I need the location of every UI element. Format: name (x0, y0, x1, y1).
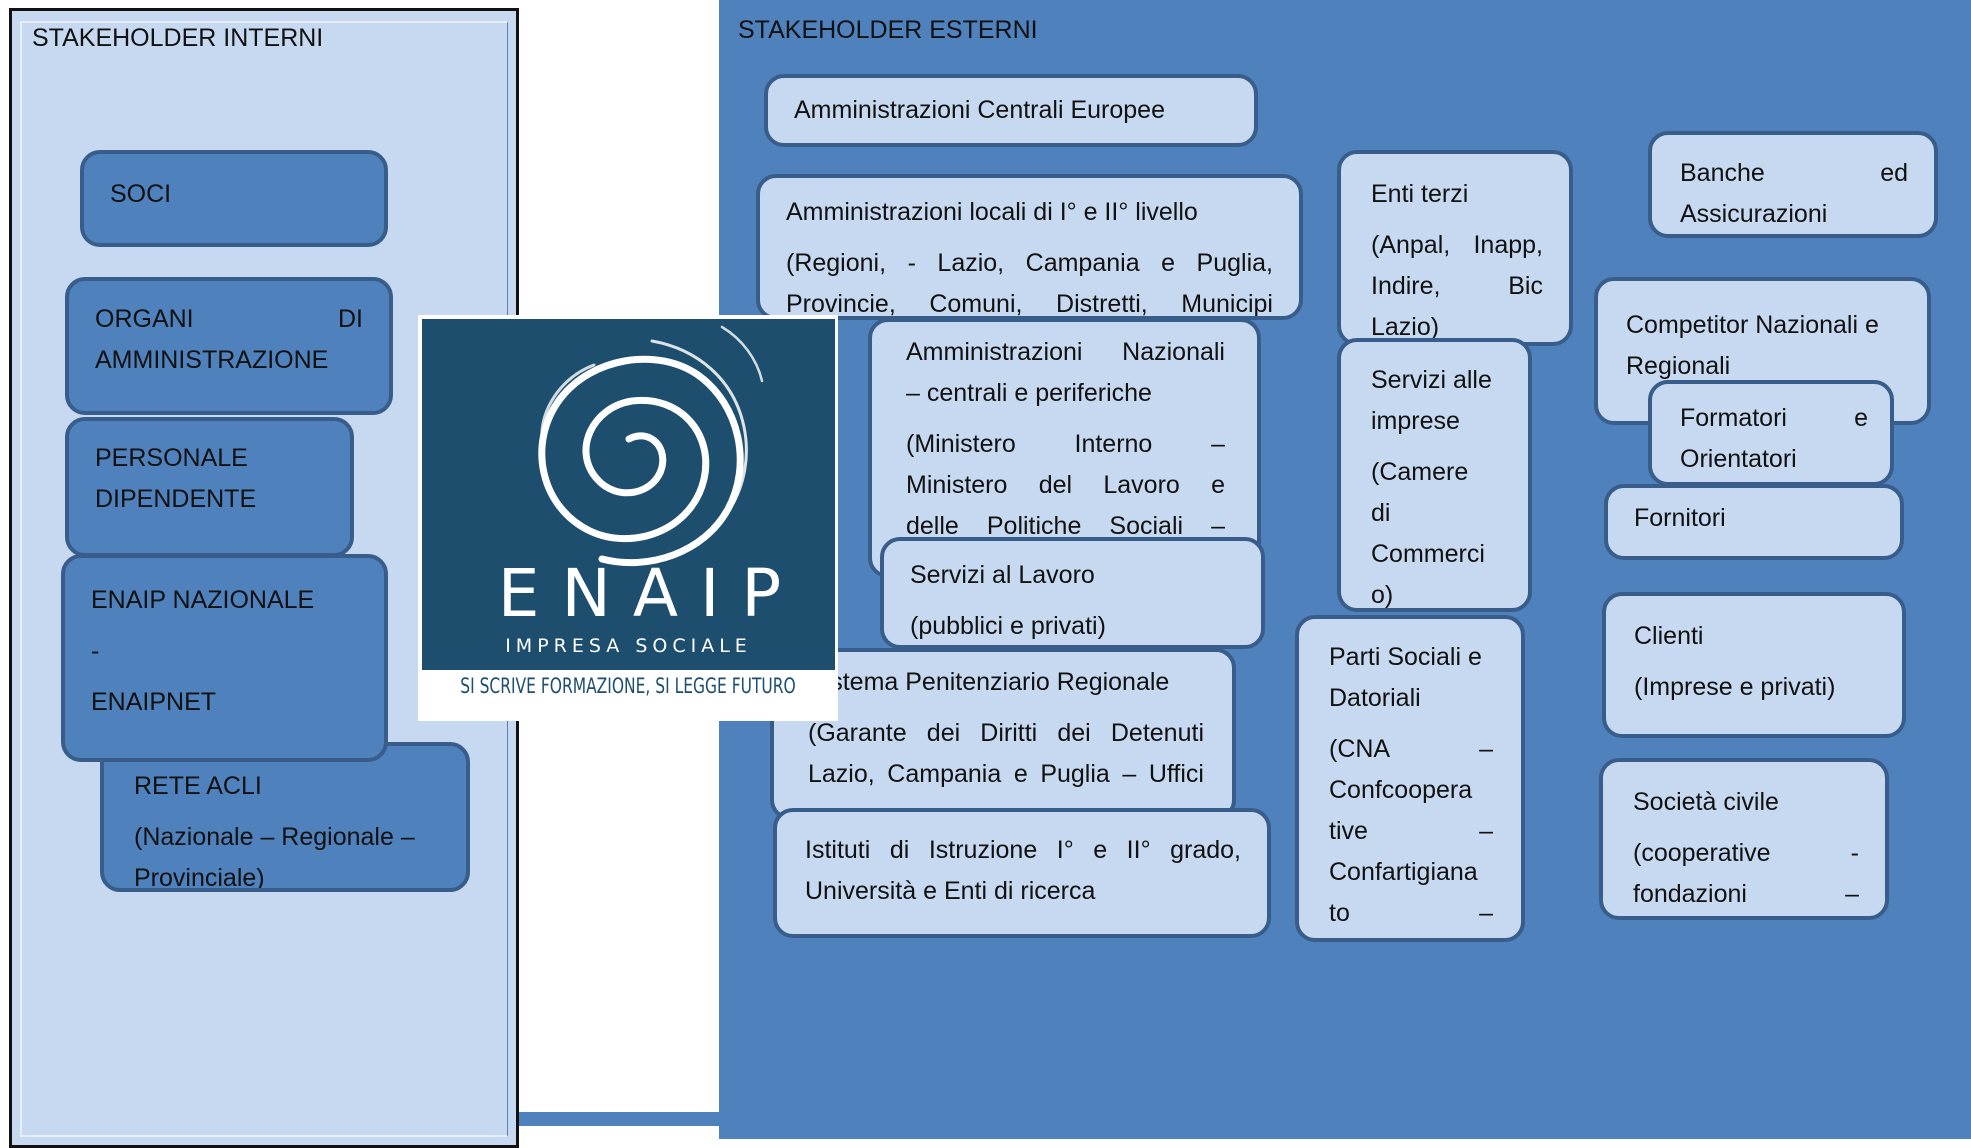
node-amministrazioni-locali: Amministrazioni locali di I° e II° livel… (756, 174, 1303, 320)
external-panel-title: STAKEHOLDER ESTERNI (738, 16, 1038, 44)
node-servizi-lavoro: Servizi al Lavoro (pubblici e privati) (880, 537, 1265, 649)
node-parti-sociali: Parti Sociali e Datoriali (CNA – Confcoo… (1295, 615, 1525, 942)
node-amministrazioni-europee: Amministrazioni Centrali Europee (764, 74, 1258, 147)
node-formatori-orientatori: Formatori e Orientatori (1648, 380, 1894, 486)
enaip-logo: ENAIP IMPRESA SOCIALE SI SCRIVE FORMAZIO… (418, 315, 838, 721)
enaip-wordmark: ENAIP (497, 555, 804, 632)
node-clienti: Clienti (Imprese e privati) (1602, 592, 1906, 738)
node-personale-dipendente: PERSONALE DIPENDENTE (65, 417, 354, 557)
enaip-logo-background: ENAIP IMPRESA SOCIALE (422, 319, 835, 670)
connector-strip (519, 1112, 720, 1126)
enaip-tagline: SI SCRIVE FORMAZIONE, SI LEGGE FUTURO (460, 674, 796, 698)
node-sistema-penitenziario: Sistema Penitenziario Regionale (Garante… (770, 648, 1236, 820)
enaip-subtitle: IMPRESA SOCIALE (505, 635, 752, 657)
spiral-icon (538, 325, 764, 567)
node-enti-terzi: Enti terzi (Anpal, Inapp, Indire, Bic La… (1337, 150, 1573, 346)
node-enaip-nazionale: ENAIP NAZIONALE - ENAIPNET (61, 554, 388, 762)
node-societa-civile: Società civile (cooperative - fondazioni… (1599, 758, 1889, 920)
node-organi-amministrazione: ORGANI DI AMMINISTRAZIONE (65, 277, 393, 415)
internal-panel-title: STAKEHOLDER INTERNI (32, 24, 324, 52)
node-banche-assicurazioni: Banche ed Assicurazioni (1648, 131, 1938, 238)
node-rete-acli: RETE ACLI (Nazionale – Regionale – Provi… (100, 742, 470, 892)
node-istituti-istruzione: Istituti di Istruzione I° e II° grado, U… (773, 808, 1271, 938)
node-soci: SOCI (80, 150, 388, 247)
node-fornitori: Fornitori (1604, 484, 1904, 560)
node-servizi-imprese: Servizi alle imprese (Camere di Commerci… (1337, 338, 1532, 612)
